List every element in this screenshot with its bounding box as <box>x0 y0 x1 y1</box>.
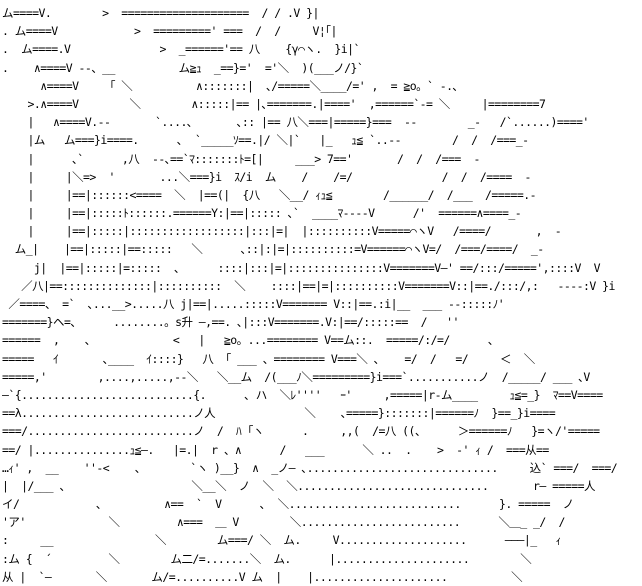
art-line: | |==|:::::|::::::::::::::::::|:::|=| |:… <box>2 224 562 239</box>
art-line: | |/___ 、 ＼__＼ ノ ＼ ＼....................… <box>2 478 595 493</box>
art-line: . ム====.V > _======'== 八 {γ⌒ヽ. }i|` <box>2 42 360 57</box>
art-line: 从 | `― ＼ ム/=..........V ム | |...........… <box>2 569 523 584</box>
art-line: ム====V. > ==================== / / .V }| <box>2 6 319 20</box>
art-line: : __ ＼ ム===/ ＼ ム. V.................... … <box>2 533 561 548</box>
art-line: 'ア' ＼ ∧=== ＿ V ＼........................… <box>2 515 565 530</box>
art-line: =====,' ,....,.....,--＼ ＼__ム /(___ﾉ＼====… <box>2 369 590 384</box>
art-line: ==λ...........................ノ人 ＼ ､====… <box>2 406 556 421</box>
art-line: ==/ |...............ｭ≦―. |=.| r 、∧ / ___… <box>2 442 549 457</box>
art-line: イ/ 、 ∧== ` V ､ ＼........................… <box>2 497 574 512</box>
art-line: ====== , ､ < | ≧o。...======== V==ム::. ==… <box>2 333 494 348</box>
art-line: | ､` ,八 --､==`ﾏ:::::::ﾄ=[| ___> 7==' / /… <box>2 151 480 166</box>
art-line: …ｨ' , __ ''-< 、 `ヽ )__} ∧ _ノ― ､.........… <box>2 460 618 475</box>
art-line: ／====、 =` ､...__>.....八 j|==|.....:::::V… <box>2 297 505 311</box>
art-line: . ム====V > =========' === / / V¦｢| <box>2 24 337 39</box>
art-line: ／八|==::::::::::::::|:::::::::: ＼ ::::|==… <box>2 278 615 293</box>
art-line: | ∧====V.-- `....､ ､:: |== 八＼===|=====}=… <box>2 115 589 130</box>
art-line: | |==|::::::<==== ＼ |==(| {八 ＼__/ ｨｭ≦ /_… <box>2 187 537 202</box>
art-line: =======}ヘ=、 ........。s升 ―,==. ､|:::V====… <box>2 315 459 330</box>
art-line: >.∧====V ＼ ∧:::::|== |､=======.|====' ,=… <box>2 96 546 111</box>
art-line: |ム ム===}i====. ､ `_____ｿ==.|/ ＼|` |_ ｭ≦ … <box>2 133 529 148</box>
art-line: | |==|:::::ﾄ::::::.======Y:|==|::::: ､` … <box>2 206 522 221</box>
art-line: ===== ｲ ､____ ｲ::::} 八 「 ___ 、======== V… <box>2 351 535 366</box>
art-line: j| |==|:::::|=::::: ､ ::::|:::|=|:::::::… <box>2 260 601 275</box>
art-line: ∧====V 「 ＼ ∧:::::::| ､/=====＼____/=' , =… <box>2 78 458 93</box>
art-line: ―`{...........................{. ､ ハ ＼ﾚ'… <box>2 387 603 402</box>
art-line: ===/..........................ノ / ﾊ ｢ヽ .… <box>2 424 600 439</box>
art-line: | |＼=> ' ...＼===}i ｽ/i ム / /=/ / / /====… <box>2 169 531 184</box>
art-line: :ム { ´ ＼ ム二/=.......＼ ム. |..............… <box>2 551 532 566</box>
art-line: . ∧====V --、__ ム≧ｭ _==}=' ='＼ )(___ノ/}` <box>2 60 364 75</box>
art-line: ム_| |==|:::::|==::::: ＼ ､::|:|=|::::::::… <box>2 242 544 257</box>
